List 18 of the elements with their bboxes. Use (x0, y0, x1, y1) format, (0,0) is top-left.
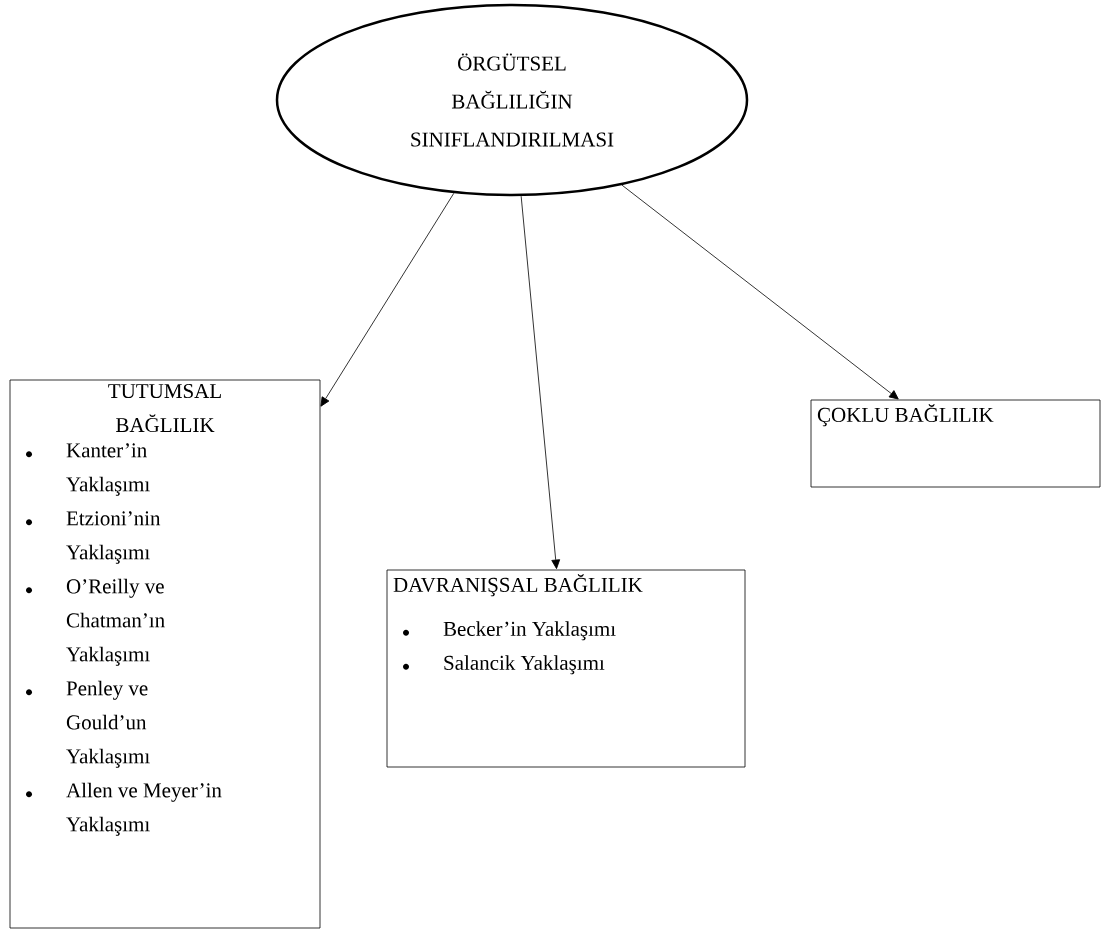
heading-text: DAVRANIŞSAL BAĞLILIK (393, 574, 643, 597)
category-ellipse (275, 3, 749, 197)
list-item: Etzioni’nin Yaklaşımı (66, 511, 161, 564)
arrow (520, 195, 561, 570)
heading-text: TUTUMSAL BAĞLILIK (108, 384, 221, 433)
arrow (621, 184, 899, 400)
list-item: Becker’in Yaklaşımı (443, 621, 616, 641)
title-text: ÖRGÜTSEL BAĞLILIĞIN SINIFLANDIRILMASI (411, 53, 614, 147)
category-box (386, 569, 746, 768)
arrow (320, 192, 455, 407)
list-item: Allen ve Meyer’in Yaklaşımı (66, 782, 222, 836)
list-item: Penley ve Gould’un Yaklaşımı (66, 680, 150, 768)
list-item: Salancik Yaklaşımı (444, 655, 605, 675)
category-box (810, 399, 1101, 488)
list-item: O’Reilly ve Chatman’ın Yaklaşımı (66, 578, 165, 666)
heading-text: ÇOKLU BAĞLILIK (817, 404, 994, 427)
list-item: Kanter’in Yaklaşımı (66, 443, 150, 496)
category-box (9, 379, 321, 929)
